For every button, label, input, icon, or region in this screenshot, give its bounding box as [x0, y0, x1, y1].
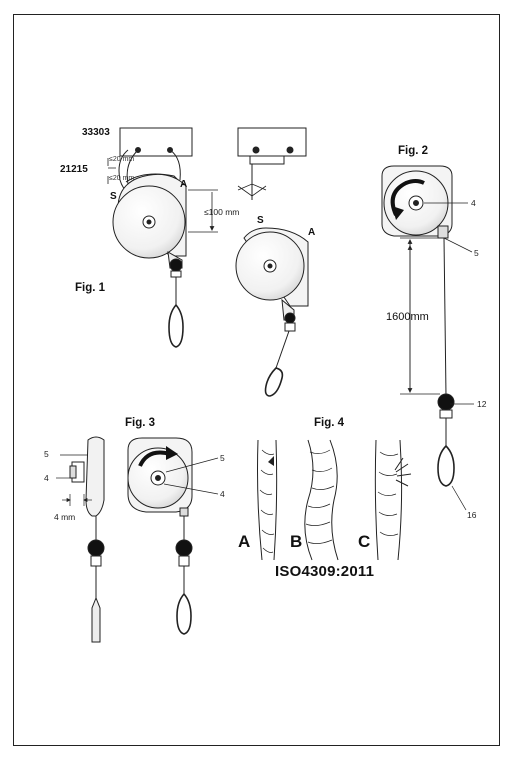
callout-5-side: 5 [44, 449, 49, 459]
rope-label-a: A [238, 532, 251, 551]
mark-s-right: S [257, 215, 264, 226]
size-top-label: ≤20 mm [109, 156, 135, 163]
callout-4-front: 4 [220, 489, 225, 499]
figure-title-1: Fig. 1 [75, 282, 106, 294]
fig3-front-view [127, 437, 219, 635]
figure-title-4: Fig. 4 [314, 417, 345, 429]
callout-5-fig2: 5 [474, 248, 479, 258]
fig1-balancer-right [235, 127, 309, 397]
fig2-length-dimension [400, 237, 440, 395]
fig4-rope-c [374, 439, 412, 561]
rope-label-c: C [358, 532, 371, 551]
part-number-33303: 33303 [82, 127, 110, 138]
fig4-rope-a [257, 439, 278, 561]
fig1-clearance-dimension [188, 189, 218, 233]
callout-4-fig2: 4 [471, 198, 476, 208]
clearance-label: ≤100 mm [204, 207, 240, 217]
size-bottom-label: ≤20 mm [109, 175, 135, 182]
standard-reference: ISO4309:2011 [275, 563, 375, 580]
callout-16: 16 [467, 510, 477, 520]
mark-s-left: S [110, 191, 117, 202]
page-frame [13, 14, 500, 746]
figure-title-2: Fig. 2 [398, 145, 429, 157]
rope-label-b: B [290, 532, 303, 551]
figure-title-3: Fig. 3 [125, 417, 156, 429]
callout-12: 12 [477, 399, 487, 409]
callout-5-front: 5 [220, 453, 225, 463]
fig2-balancer [381, 165, 474, 511]
fig1-balancer-left [107, 127, 193, 348]
part-number-21215: 21215 [60, 164, 88, 175]
mark-a-left: A [180, 179, 188, 190]
fig3-side-view [56, 436, 105, 643]
mark-a-right: A [308, 227, 316, 238]
fig4-rope-b [304, 439, 339, 561]
callout-4-side: 4 [44, 473, 49, 483]
length-label: 1600mm [386, 311, 429, 323]
depth-label: 4 mm [54, 512, 76, 522]
